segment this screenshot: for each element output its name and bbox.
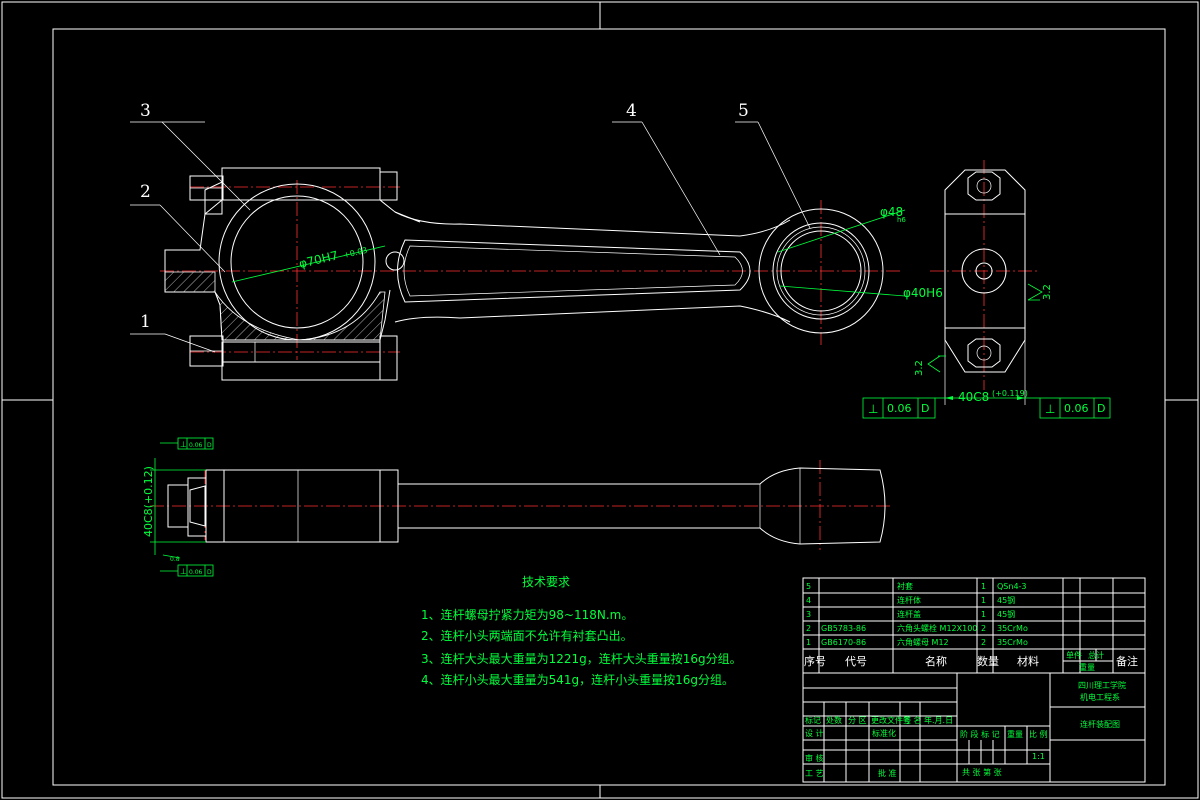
tb-standard: 标准化 (872, 728, 896, 738)
bom-header-weight: 重量 (1079, 662, 1095, 672)
fcf-right-val: 0.06 (1064, 402, 1089, 415)
tech-req-item-3: 3、连杆大头最大重量为1221g，连杆大头重量按16g分组。 (421, 651, 742, 666)
tb-school-2: 机电工程系 (1080, 692, 1120, 702)
front-dimensions: φ70H7 +0.03 φ48 h6 φ40H6 (298, 205, 943, 300)
bom-mat-3: 45钢 (997, 609, 1015, 619)
bom-grid (803, 578, 1145, 674)
bom-no-5: 5 (806, 582, 811, 591)
bom-name-5: 衬套 (897, 581, 913, 591)
fcf-left-val: 0.06 (887, 402, 912, 415)
tb-mark: 标记 (805, 715, 821, 725)
tb-process: 工 艺 (805, 769, 824, 778)
bom-header-no: 序号 (804, 654, 826, 668)
part-balloons: 1 2 3 4 5 (140, 101, 749, 332)
bom-mat-2: 35CrMo (997, 624, 1028, 633)
bom-code-2: GB5783-86 (821, 624, 866, 633)
top-view (150, 437, 890, 577)
tb-approve: 批 准 (878, 768, 897, 778)
tb-stage: 阶 段 标 记 (960, 729, 1000, 739)
dim-side-width: 40C8 (958, 390, 989, 404)
balloon-1: 1 (140, 312, 151, 332)
fcf-left: ⊥ 0.06 D (862, 397, 945, 419)
fcf-right: ⊥ 0.06 D (1025, 397, 1111, 419)
dim-big-bore: φ70H7 (298, 248, 340, 271)
bom-mat-1: 35CrMo (997, 638, 1028, 647)
bom-qty-3: 1 (981, 610, 986, 619)
bom-header-total: 总计 (1088, 650, 1104, 660)
front-view (130, 121, 906, 381)
fcf-small-bottom-sym: ⊥ (180, 567, 187, 576)
bom-name-1: 六角螺母 M12 (897, 637, 949, 647)
fcf-small-top-val: 0.06 (189, 442, 203, 449)
bom-code-1: GB6170-86 (821, 638, 866, 647)
bom-qty-5: 1 (981, 582, 986, 591)
balloon-5: 5 (738, 101, 749, 121)
bom-qty-1: 2 (981, 638, 986, 647)
tech-req-item-4: 4、连杆小头最大重量为541g，连杆小头重量按16g分组。 (421, 672, 734, 687)
dim-side-width-tol: (+0.119) (992, 389, 1028, 398)
fcf-right-sym: ⊥ (1045, 402, 1055, 416)
dim-big-bore-tol: +0.03 (342, 246, 368, 260)
tb-scale-value: 1:1 (1032, 752, 1045, 761)
bom-name-4: 连杆体 (897, 595, 921, 605)
bom-name-3: 连杆盖 (897, 609, 921, 619)
bom-header-code: 代号 (845, 655, 867, 668)
side-dimensions: 40C8 (+0.119) 3.2 3.2 (914, 284, 1053, 404)
balloon-3: 3 (140, 101, 151, 121)
tb-sign: 签 名 (903, 715, 922, 725)
dim-small-bore: φ40H6 (903, 286, 943, 300)
tb-scale: 比 例 (1029, 729, 1048, 739)
bom-header-qty: 数量 (977, 655, 999, 668)
bom-no-4: 4 (806, 596, 811, 605)
top-dimensions: 40C8(+0.12) ⊥ 0.06 D ⊥ 0.06 D 0.8 (142, 440, 212, 576)
tb-sheets: 共 张 第 张 (962, 767, 1002, 777)
bom-qty-4: 1 (981, 596, 986, 605)
tb-doc: 更改文件号 (871, 715, 911, 725)
tb-school-1: 四川理工学院 (1078, 680, 1126, 690)
bom-name-2: 六角头螺栓 M12X100 (897, 623, 977, 633)
balloon-2: 2 (140, 182, 151, 202)
fcf-left-sym: ⊥ (868, 402, 878, 416)
fcf-left-datum: D (921, 402, 929, 415)
fcf-small-bottom-datum: D (207, 569, 212, 576)
bom-header-material: 材料 (1017, 654, 1039, 668)
bom-no-3: 3 (806, 610, 811, 619)
tb-zone: 分 区 (848, 716, 867, 725)
tb-check: 审 核 (805, 753, 824, 763)
tb-date: 年.月.日 (924, 715, 953, 725)
dim-small-outer: φ48 (880, 205, 903, 219)
bom-header-remark: 备注 (1116, 654, 1138, 668)
bom-mat-5: QSn4-3 (997, 582, 1027, 591)
bom-qty-2: 2 (981, 624, 986, 633)
bom-no-2: 2 (806, 624, 811, 633)
balloon-4: 4 (626, 101, 637, 121)
roughness-left: 3.2 (914, 360, 925, 376)
fcf-small-top-datum: D (207, 442, 212, 449)
bom-mat-4: 45钢 (997, 595, 1015, 605)
dim-front-width: 40C8(+0.12) (142, 466, 155, 537)
dim-small-outer-sub: h6 (897, 216, 906, 224)
tb-weight: 重量 (1007, 729, 1023, 739)
bom-header-unit: 单件 (1066, 650, 1082, 660)
tech-req-item-1: 1、连杆螺母拧紧力矩为98~118N.m。 (421, 607, 633, 622)
title-grid (803, 673, 1145, 782)
tb-drawing-name: 连杆装配图 (1080, 719, 1120, 729)
tech-req-item-2: 2、连杆小头两端面不允许有衬套凸出。 (421, 628, 633, 643)
tb-count: 处数 (826, 715, 842, 725)
bom-header-name: 名称 (925, 654, 947, 668)
fcf-small-bottom-val: 0.06 (189, 569, 203, 576)
fcf-right-datum: D (1097, 402, 1105, 415)
tb-design: 设 计 (805, 728, 824, 738)
roughness-right: 3.2 (1042, 284, 1053, 300)
side-view (927, 160, 1043, 405)
technical-requirements: 技术要求 1、连杆螺母拧紧力矩为98~118N.m。 2、连杆小头两端面不允许有… (421, 575, 742, 687)
tech-req-title: 技术要求 (522, 575, 570, 589)
fcf-small-top-sym: ⊥ (180, 440, 187, 449)
title-block: 5 衬套 1 QSn4-3 4 连杆体 1 45钢 3 连杆盖 1 45钢 2 … (802, 577, 1146, 783)
surface-mark: 0.8 (170, 556, 180, 563)
bom-no-1: 1 (806, 638, 811, 647)
